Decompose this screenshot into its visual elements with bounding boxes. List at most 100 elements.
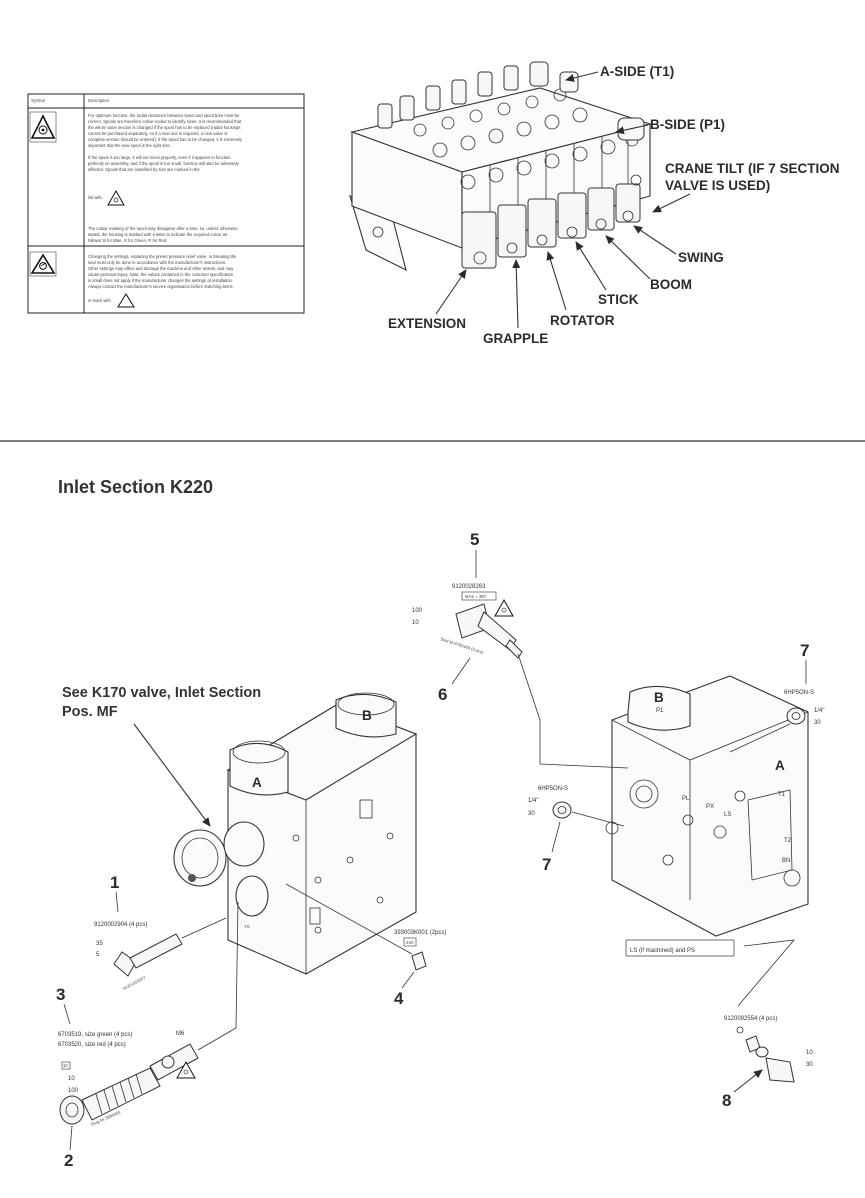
part-7-left: 6HP5ON-S 1/4" 30 7	[528, 786, 625, 874]
port-mark-px: PX	[706, 804, 714, 810]
port-a-label: A	[252, 775, 262, 790]
port-mark-ls: LS	[724, 812, 731, 818]
label-b-side: B-SIDE (P1)	[650, 117, 725, 132]
part-3-number-1: 6703519, size green (4 pcs)	[58, 1032, 132, 1038]
svg-text:The colour marking of the spoo: The colour marking of the spool may disa…	[88, 226, 238, 231]
label-grapple: GRAPPLE	[483, 331, 548, 346]
part-1-torque-a: 35	[96, 941, 103, 947]
symbol-table: Symbol Description For optimum function,…	[27, 93, 305, 314]
label-extension: EXTENSION	[388, 316, 466, 331]
svg-text:For optimum function, the radi: For optimum function, the radial clearan…	[88, 113, 240, 118]
part-5-cartridge: 5 9120028263 MAX = 300 100 10 Seal kit 6…	[412, 530, 629, 769]
svg-text:3: 3	[56, 985, 65, 1004]
row-2-text: Changing the settings, replacing the pre…	[88, 254, 237, 308]
svg-text:in stock with: in stock with	[88, 298, 111, 303]
label-swing: SWING	[678, 250, 724, 265]
label-rotator: ROTATOR	[550, 313, 615, 328]
see-note-arrow	[133, 723, 211, 827]
svg-text:4: 4	[394, 989, 404, 1008]
svg-text:affected. Spools that are clas: affected. Spools that are classified by …	[88, 167, 200, 172]
part-8-torque-a: 10	[806, 1050, 813, 1056]
part-6-text: Seal kit 6782409 (5 pcs)	[440, 636, 485, 655]
svg-text:Always contact the manufacture: Always contact the manufacturer's servic…	[88, 284, 233, 289]
svg-text:7: 7	[800, 641, 809, 660]
label-boom: BOOM	[650, 277, 692, 292]
part-7-right: 7 6HP5ON-S 1/4" 30	[729, 641, 824, 753]
table-header-symbol: Symbol	[31, 98, 45, 103]
port-b-label: B	[362, 708, 372, 723]
part-7-left-torque-b: 30	[528, 811, 535, 817]
part-7-right-torque-b: 30	[814, 720, 821, 726]
see-note-line-1: See K170 valve, Inlet Section	[62, 685, 261, 701]
svg-text:cannot be purchased separately: cannot be purchased separately, so if a …	[88, 131, 228, 136]
part-3-spring-assembly: 3 6703519, size green (4 pcs) 6703520, s…	[56, 901, 239, 1170]
part-7-right-number: 6HP5ON-S	[784, 690, 814, 696]
row-1-text: For optimum function, the radial clearan…	[88, 113, 243, 243]
part-3-number-2: 6703520, size red (4 pcs)	[58, 1042, 126, 1048]
svg-text:important that the new spool i: important that the new spool is the righ…	[88, 143, 171, 148]
svg-text:1: 1	[110, 873, 119, 892]
svg-text:If the spool is too large, it: If the spool is too large, it will not m…	[88, 155, 231, 160]
label-stick: STICK	[598, 292, 639, 307]
port-mark-t1: T1	[778, 792, 786, 798]
part-1-torque-b: 5	[96, 952, 100, 958]
svg-text:Other settings may affect and: Other settings may affect and damage the…	[88, 266, 234, 271]
port-b-label-rear: B	[654, 690, 664, 705]
part-5-torque-a: 100	[412, 608, 423, 614]
svg-text:perfectly on assembly, and if: perfectly on assembly, and if the spool …	[88, 161, 240, 166]
part-7-right-torque-a: 1/4"	[814, 708, 824, 714]
svg-text:follows: B for Blue, G for Gre: follows: B for Blue, G for Green, R for …	[88, 238, 167, 243]
part-7-left-number: 6HP5ON-S	[538, 786, 568, 792]
valve-callouts: A-SIDE (T1) B-SIDE (P1) CRANE TILT (IF 7…	[388, 64, 840, 346]
svg-text:the whole valve section is cha: the whole valve section is changed if th…	[88, 125, 240, 130]
port-mark-pl: PL	[682, 796, 690, 802]
part-3-torque-c: M6	[176, 1031, 185, 1037]
svg-text:complete section should be ord: complete section should be ordered). If …	[88, 137, 243, 142]
part-1-text: 9120-003207	[122, 975, 147, 991]
inlet-block-front: A B YS	[173, 692, 418, 975]
svg-text:Changing the settings, replaci: Changing the settings, replacing the pre…	[88, 254, 237, 259]
pressure-warning-icon	[29, 251, 57, 277]
port-mark-p1: P1	[656, 708, 664, 714]
label-crane-tilt: CRANE TILT (IF 7 SECTION	[665, 161, 840, 176]
part-3-box: 10	[63, 1063, 68, 1068]
part-8-number: 9120092554 (4 pcs)	[724, 1016, 777, 1022]
spool-warning-icon	[29, 111, 57, 143]
svg-text:seal must only be done in acco: seal must only be done in accordance wit…	[88, 260, 226, 265]
rear-note-text: LS (if machined) and PS	[630, 948, 695, 954]
part-4-plug: 393003K001 (2pcs) 2X0 4	[285, 883, 446, 1008]
part-1-number: 9120002904 (4 pcs)	[94, 922, 147, 928]
svg-text:6: 6	[438, 685, 447, 704]
part-4-box: 2X0	[406, 940, 414, 945]
valve-block-illustration	[349, 61, 652, 272]
part-1-screw: 1 9120002904 (4 pcs) 35 5 9120-003207	[94, 873, 227, 991]
part-5-box: MAX = 300	[465, 594, 487, 599]
port-mark-bn: BN	[782, 858, 790, 864]
part-4-number: 393003K001 (2pcs)	[394, 930, 446, 936]
rear-note-box	[625, 939, 735, 957]
see-note-line-2: Pos. MF	[62, 704, 118, 720]
svg-text:8: 8	[722, 1091, 731, 1110]
svg-text:list with: list with	[88, 195, 102, 200]
svg-text:7: 7	[542, 855, 551, 874]
label-a-side: A-SIDE (T1)	[600, 64, 674, 79]
part-8-plug: 9120092554 (4 pcs) 10 30 8	[722, 939, 813, 1110]
svg-text:cause personal injury. Note: t: cause personal injury. Note: the values …	[88, 272, 234, 277]
inlet-block-rear: B A P1 T1 T2 PL PX LS BN LS (if machined…	[605, 675, 809, 957]
section-title: Inlet Section K220	[58, 477, 213, 497]
port-mark-t2: T2	[784, 838, 792, 844]
part-5-number: 9120028263	[452, 584, 486, 590]
svg-text:stated, the housing is marked: stated, the housing is marked with a let…	[88, 232, 227, 237]
port-mark-ys: YS	[244, 924, 250, 929]
table-header-description: Description	[88, 98, 110, 103]
svg-text:correct. Spools are therefore: correct. Spools are therefore colour-cod…	[88, 119, 242, 124]
part-3-torque-b: 100	[68, 1088, 79, 1094]
svg-text:in small does not apply if the: in small does not apply if the manufactu…	[88, 278, 233, 283]
svg-text:5: 5	[470, 530, 479, 549]
port-a-label-rear: A	[775, 758, 785, 773]
part-8-torque-b: 30	[806, 1062, 813, 1068]
svg-text:2: 2	[64, 1151, 73, 1170]
part-5-torque-b: 10	[412, 620, 419, 626]
part-7-left-torque-a: 1/4"	[528, 798, 538, 804]
